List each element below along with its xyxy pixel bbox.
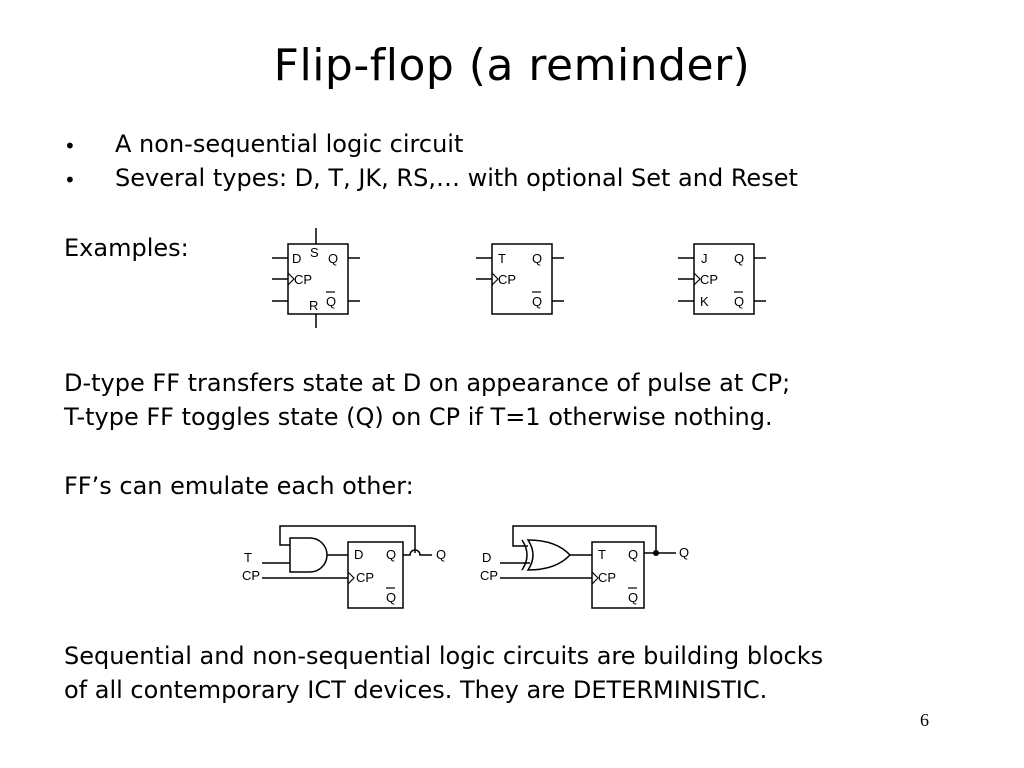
ff-t-label: T [598, 547, 606, 562]
clock-label: CP [294, 272, 312, 287]
paragraph-line: of all contemporary ICT devices. They ar… [64, 676, 768, 704]
paragraph-line: Sequential and non-sequential logic circ… [64, 642, 824, 670]
cp-input-label: CP [242, 568, 260, 583]
jk-flipflop-diagram: J Q CP K Q [678, 243, 766, 315]
ff-cp-label: CP [598, 570, 616, 585]
emulate-label: FF’s can emulate each other: [64, 472, 414, 500]
ff-cp-label: CP [356, 570, 374, 585]
t-flipflop-diagram: T Q CP Q [476, 243, 564, 315]
j-input-label: J [701, 251, 708, 266]
page-number: 6 [920, 710, 929, 730]
paragraph-line: D-type FF transfers state at D on appear… [64, 369, 791, 397]
k-input-label: K [700, 294, 709, 309]
d-input-label: D [292, 251, 301, 266]
examples-label: Examples: [64, 234, 189, 262]
output-q-label: Q [436, 547, 446, 562]
d-flipflop-diagram: D S Q CP R Q [272, 228, 360, 328]
q-output-label: Q [328, 251, 338, 266]
clock-label: CP [498, 272, 516, 287]
ff-d-label: D [354, 547, 363, 562]
qbar-output-label: Q [734, 294, 744, 309]
q-output-label: Q [734, 251, 744, 266]
paragraph-line: T-type FF toggles state (Q) on CP if T=1… [64, 403, 773, 431]
t-input-label: T [244, 550, 252, 565]
d-input-label: D [482, 550, 491, 565]
t-input-label: T [498, 251, 506, 266]
output-q-label: Q [679, 545, 689, 560]
bullet-text: A non-sequential logic circuit [115, 130, 464, 158]
qbar-output-label: Q [326, 294, 336, 309]
d-from-t-circuit: D CP T Q CP Q Q [480, 525, 689, 609]
clock-label: CP [700, 272, 718, 287]
bullet-symbol: • [64, 134, 76, 158]
ff-q-label: Q [386, 547, 396, 562]
ff-qbar-label: Q [628, 590, 638, 605]
cp-input-label: CP [480, 568, 498, 583]
ff-qbar-label: Q [386, 590, 396, 605]
reset-label: R [309, 298, 318, 313]
set-label: S [310, 245, 319, 260]
bullet-text: Several types: D, T, JK, RS,… with optio… [115, 164, 798, 192]
ff-q-label: Q [628, 547, 638, 562]
t-from-d-circuit: T CP D Q CP Q Q [242, 525, 446, 609]
bullet-symbol: • [64, 168, 76, 192]
qbar-output-label: Q [532, 294, 542, 309]
q-output-label: Q [532, 251, 542, 266]
slide-title: Flip-flop (a reminder) [273, 40, 751, 91]
